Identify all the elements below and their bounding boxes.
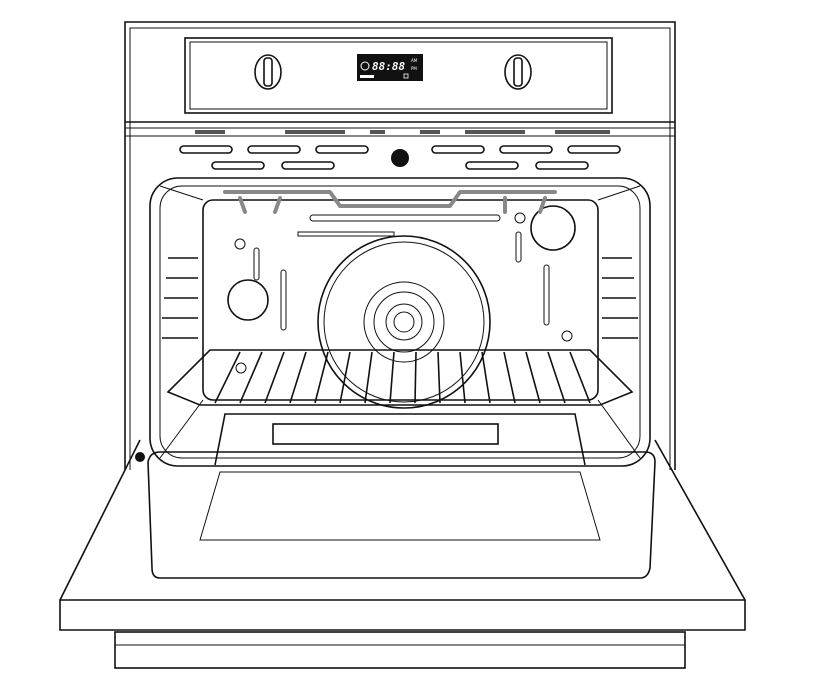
am-label: AM bbox=[411, 58, 418, 63]
oven-door[interactable] bbox=[59, 413, 746, 631]
rack-bar bbox=[389, 351, 395, 404]
right-control-knob[interactable] bbox=[504, 54, 532, 90]
rack-bar bbox=[459, 351, 466, 404]
rack-bar bbox=[264, 351, 285, 404]
rack-bar bbox=[481, 351, 491, 404]
rack-bar bbox=[547, 351, 566, 404]
rack-bar bbox=[339, 351, 351, 404]
oven-rack[interactable] bbox=[166, 349, 634, 406]
convection-fan bbox=[317, 235, 491, 409]
left-control-knob[interactable] bbox=[254, 54, 282, 90]
rack-bar bbox=[569, 351, 591, 404]
plinth bbox=[114, 631, 686, 669]
side-rack-guides bbox=[162, 257, 638, 339]
heating-element bbox=[223, 190, 557, 214]
rack-bar bbox=[503, 351, 516, 404]
rack-bar bbox=[289, 351, 307, 404]
vents bbox=[179, 145, 621, 170]
fan-icon bbox=[360, 61, 370, 71]
rack-bar bbox=[525, 351, 541, 404]
rack-bar bbox=[364, 351, 373, 404]
clock-display: 88:88 AM PM bbox=[357, 54, 423, 81]
rack-bar bbox=[314, 351, 329, 404]
rack-bar bbox=[437, 351, 441, 404]
lock-icon bbox=[403, 73, 409, 79]
oven-cavity bbox=[149, 177, 651, 467]
pm-label: PM bbox=[411, 66, 417, 71]
rack-bar bbox=[414, 351, 417, 404]
oven-light bbox=[391, 149, 409, 167]
time-readout: 88:88 bbox=[372, 60, 405, 73]
control-panel bbox=[184, 37, 613, 114]
rack-bar bbox=[214, 351, 241, 404]
rack-bar bbox=[239, 351, 263, 404]
oven-body bbox=[124, 21, 676, 470]
